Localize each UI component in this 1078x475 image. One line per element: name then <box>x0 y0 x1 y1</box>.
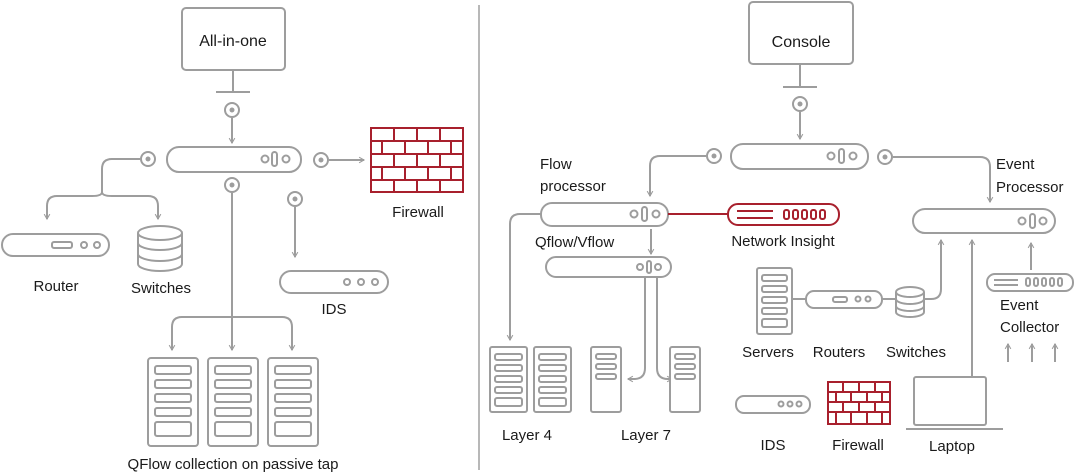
connector-node-icon <box>792 96 808 112</box>
switch-icon <box>895 286 925 318</box>
qflow-vflow-icon <box>545 256 672 278</box>
flow-processor-icon <box>540 202 669 227</box>
routers-label: Routers <box>813 344 866 361</box>
ids-label: IDS <box>321 301 346 318</box>
server-icon <box>207 357 259 447</box>
event-processor-icon <box>912 208 1056 234</box>
event-processor-label: Processor <box>996 179 1064 196</box>
flow-processor-label: processor <box>540 178 606 195</box>
connector-node-icon <box>224 102 240 118</box>
connector-node-icon <box>877 149 893 165</box>
all-in-one-box: All-in-one <box>181 7 286 71</box>
servers-label: Servers <box>742 344 794 361</box>
event-collector-icon <box>986 273 1074 292</box>
connector-node-icon <box>224 177 240 193</box>
layer4-label: Layer 4 <box>502 427 552 444</box>
laptop-icon <box>906 376 1003 430</box>
ids-icon <box>735 395 811 414</box>
event-collector-label: Collector <box>1000 319 1059 336</box>
console-box: Console <box>748 1 854 65</box>
router-icon <box>805 290 883 309</box>
ids-icon <box>279 270 389 294</box>
connector-node-icon <box>287 191 303 207</box>
router-label: Router <box>33 278 78 295</box>
connector-node-icon <box>706 148 722 164</box>
flow-processor-label: Flow <box>540 156 572 173</box>
connector-node-icon <box>140 151 156 167</box>
server-icon <box>533 346 572 413</box>
appliance-icon <box>730 143 869 170</box>
event-collector-label: Event <box>1000 297 1039 314</box>
router-icon <box>1 233 110 257</box>
firewall-icon <box>827 381 891 425</box>
event-processor-label: Event <box>996 156 1035 173</box>
appliance-icon <box>166 146 302 173</box>
ids-label: IDS <box>760 437 785 454</box>
firewall-label: Firewall <box>832 437 884 454</box>
console-label: Console <box>772 34 831 51</box>
layer7-label: Layer 7 <box>621 427 671 444</box>
server-icon <box>489 346 528 413</box>
connector-node-icon <box>313 152 329 168</box>
switches-label: Switches <box>131 280 191 297</box>
tower-server-icon <box>669 346 701 413</box>
laptop-label: Laptop <box>929 438 975 455</box>
qflow-vflow-label: Qflow/Vflow <box>535 234 614 251</box>
network-insight-icon <box>727 203 840 226</box>
server-icon <box>756 267 793 335</box>
switches-label: Switches <box>886 344 946 361</box>
qflow-collection-label: QFlow collection on passive tap <box>128 456 339 473</box>
server-icon <box>147 357 199 447</box>
all-in-one-label: All-in-one <box>199 33 267 50</box>
network-insight-label: Network Insight <box>731 233 835 250</box>
tower-server-icon <box>590 346 622 413</box>
switch-icon <box>137 225 183 272</box>
firewall-icon <box>370 127 464 193</box>
server-icon <box>267 357 319 447</box>
firewall-label: Firewall <box>392 204 444 221</box>
